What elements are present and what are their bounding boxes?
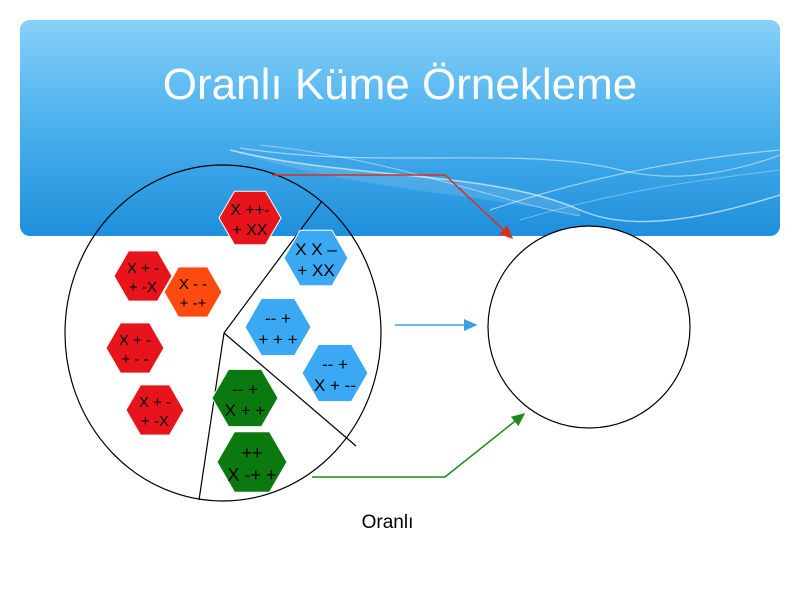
- cluster-hexagon-green: ++X -+ +: [216, 431, 288, 493]
- red-arrow: [272, 174, 514, 240]
- hexagon-label-line2: + -X: [129, 279, 157, 296]
- cluster-hexagon-red: X ++- + XX: [218, 190, 282, 246]
- slide-title: Oranlı Küme Örnekleme: [162, 60, 638, 109]
- hexagon-label-line2: + -X: [141, 413, 169, 430]
- hexagon-shape: [283, 229, 349, 287]
- hexagon-shape: [301, 343, 369, 403]
- partition-line-bottom: [198, 332, 225, 501]
- decorative-swoosh: [229, 144, 780, 223]
- partition-line-right: [223, 332, 357, 447]
- hexagon-shape: [244, 297, 312, 357]
- hexagon-label-line2: + XX: [232, 222, 267, 239]
- hexagon-shape: [163, 266, 223, 318]
- hexagon-label-line1: -- +: [265, 309, 291, 328]
- cluster-hexagon-orange: X - - + -+: [163, 266, 223, 318]
- hexagon-shape: [113, 250, 173, 302]
- hexagon-label-line1: X + -: [127, 260, 159, 277]
- hexagon-label-line1: -- +: [322, 355, 348, 374]
- hexagon-label-line2: + -+: [180, 295, 207, 312]
- hexagon-label-line1: X + -: [139, 394, 171, 411]
- hexagon-shape: [105, 322, 165, 374]
- hexagon-label-line1: X + -: [119, 332, 151, 349]
- population-circle: [64, 164, 382, 502]
- hexagon-shape: [218, 190, 282, 246]
- hexagon-label-line2: X + --: [314, 376, 356, 395]
- hexagon-shape: [125, 384, 185, 436]
- hexagon-label-line1: X - -: [179, 276, 207, 293]
- caption-label: Oranlı: [361, 512, 414, 533]
- hexagon-shape: [211, 368, 279, 428]
- hexagon-label-line2: + XX: [297, 261, 334, 280]
- title-banner: Oranlı Küme Örnekleme: [20, 20, 780, 236]
- hexagon-label-line2: X -+ +: [227, 465, 276, 485]
- cluster-hexagon-blue: -- + + + +: [244, 297, 312, 357]
- green-arrow: [312, 413, 526, 478]
- partition-line-top: [223, 200, 323, 334]
- hexagon-label-line1: -- +: [232, 380, 258, 399]
- hexagon-label-line1: X X –: [295, 240, 337, 259]
- cluster-hexagon-green: -- + X + +: [211, 368, 279, 428]
- cluster-hexagon-blue: X X – + XX: [283, 229, 349, 287]
- hexagon-label-line2: + - -: [121, 351, 148, 368]
- cluster-hexagon-blue: -- + X + --: [301, 343, 369, 403]
- sample-circle: [487, 225, 691, 429]
- hexagon-shape: [216, 431, 288, 493]
- hexagon-label-line1: ++: [241, 443, 262, 463]
- cluster-hexagon-red: X + - + - -: [105, 322, 165, 374]
- cluster-hexagon-red: X + - + -X: [125, 384, 185, 436]
- hexagon-label-line1: X ++-: [230, 202, 269, 219]
- hexagon-label-line2: X + +: [225, 401, 266, 420]
- hexagon-label-line2: + + +: [258, 330, 297, 349]
- cluster-hexagon-red: X + - + -X: [113, 250, 173, 302]
